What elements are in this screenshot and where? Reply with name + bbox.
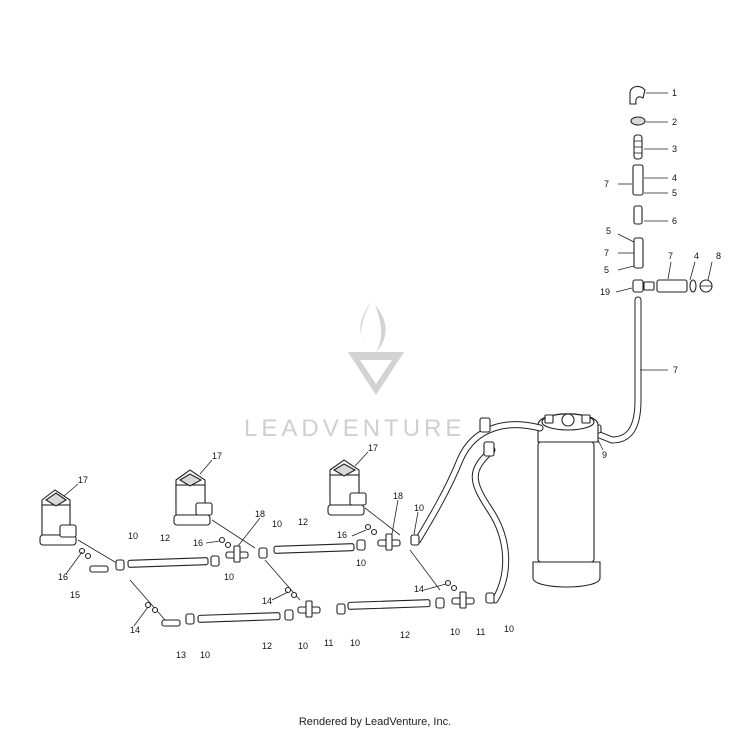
callout-17: 17	[212, 451, 222, 461]
callout-18: 18	[393, 491, 403, 501]
callout-12: 12	[400, 630, 410, 640]
callout-12: 12	[160, 533, 170, 543]
callout-18: 18	[255, 509, 265, 519]
callout-16: 16	[337, 530, 347, 540]
callout-5: 5	[672, 188, 677, 198]
callout-7: 7	[604, 248, 609, 258]
callout-12: 12	[262, 641, 272, 651]
callout-14: 14	[414, 584, 424, 594]
callout-9: 9	[602, 450, 607, 460]
pressure-tank	[532, 413, 601, 588]
callout-10: 10	[450, 627, 460, 637]
callout-17: 17	[368, 443, 378, 453]
callout-5: 5	[606, 226, 611, 236]
watermark-text: LEADVENTURE	[244, 415, 465, 442]
callout-1: 1	[672, 88, 677, 98]
callout-10: 10	[504, 624, 514, 634]
callout-10: 10	[350, 638, 360, 648]
callout-4: 4	[672, 173, 677, 183]
nozzle-body-middle	[173, 469, 213, 526]
footer-credit: Rendered by LeadVenture, Inc.	[298, 716, 452, 728]
callout-10: 10	[224, 572, 234, 582]
callout-6: 6	[672, 216, 677, 226]
callout-16: 16	[193, 538, 203, 548]
callout-17: 17	[78, 475, 88, 485]
callout-15: 15	[70, 590, 80, 600]
watermark-logo: LEADVENTURE	[244, 300, 465, 442]
callout-7: 7	[604, 179, 609, 189]
callout-8: 8	[716, 251, 721, 261]
callout-7: 7	[673, 365, 678, 375]
callout-10: 10	[414, 503, 424, 513]
callout-12: 12	[298, 517, 308, 527]
callout-3: 3	[672, 144, 677, 154]
callout-10: 10	[272, 519, 282, 529]
callout-19: 19	[600, 287, 610, 297]
callout-16: 16	[58, 572, 68, 582]
callout-14: 14	[130, 625, 140, 635]
callout-10: 10	[128, 531, 138, 541]
callout-labels: 1 2 3 4 7 5 6 5 7 5 7 4 8 19 7 9 17 17 1…	[58, 88, 721, 660]
callout-10: 10	[298, 641, 308, 651]
callout-2: 2	[672, 117, 677, 127]
nozzle-body-left	[39, 489, 77, 546]
callout-4: 4	[694, 251, 699, 261]
callout-7: 7	[668, 251, 673, 261]
spray-wand-assembly	[629, 85, 713, 293]
callout-11: 11	[324, 638, 333, 648]
callout-11: 11	[476, 627, 485, 637]
nozzle-body-right	[327, 459, 367, 516]
callout-13: 13	[176, 650, 186, 660]
callout-14: 14	[262, 596, 272, 606]
callout-10: 10	[356, 558, 366, 568]
callout-10: 10	[200, 650, 210, 660]
callout-5: 5	[604, 265, 609, 275]
